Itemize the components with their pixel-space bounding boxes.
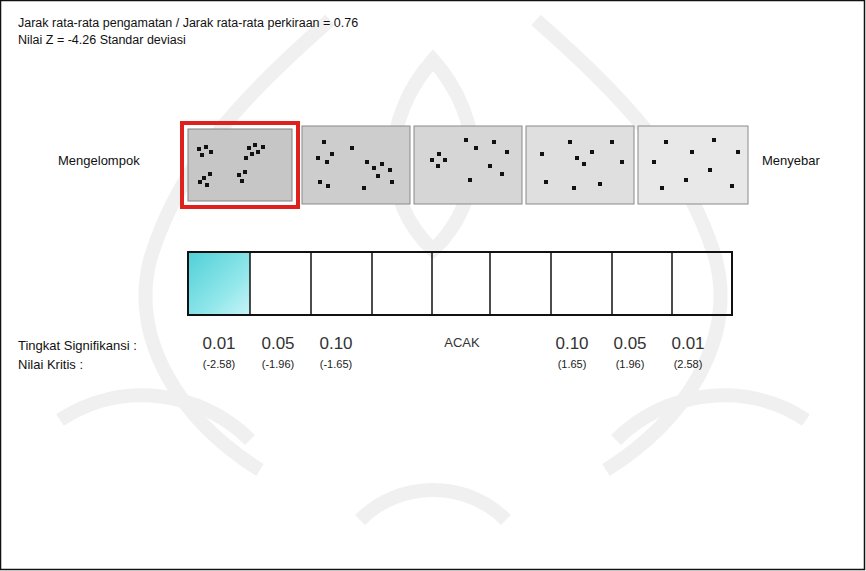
- critical-value: (1.96): [616, 358, 645, 371]
- row-heading: Tingkat Signifikansi :: [18, 339, 137, 354]
- z-score-text: Nilai Z = -4.26 Standar deviasi: [18, 33, 186, 47]
- significance-level: 0.01: [202, 334, 235, 354]
- critical-value: (1.65): [558, 358, 587, 371]
- watermark: [60, 20, 806, 520]
- point-dots: [197, 138, 740, 190]
- critical-value: (-2.58): [203, 358, 235, 371]
- random-label: ACAK: [444, 336, 479, 351]
- significance-level: 0.05: [613, 334, 646, 354]
- critical-value: (-1.65): [320, 358, 352, 371]
- significance-level: 0.10: [319, 334, 352, 354]
- significance-level: 0.01: [671, 334, 704, 354]
- ratio-text: Jarak rata-rata pengamatan / Jarak rata-…: [18, 16, 358, 30]
- significance-level: 0.10: [555, 334, 588, 354]
- significance-level: 0.05: [261, 334, 294, 354]
- pattern-thumbnails: [182, 123, 748, 207]
- significance-bar: [188, 252, 732, 315]
- pattern-end-label: Mengelompok: [58, 154, 140, 169]
- critical-value: (2.58): [674, 358, 703, 371]
- row-heading: Nilai Kritis :: [18, 358, 83, 373]
- critical-value: (-1.96): [262, 358, 294, 371]
- pattern-end-label: Menyebar: [762, 154, 820, 169]
